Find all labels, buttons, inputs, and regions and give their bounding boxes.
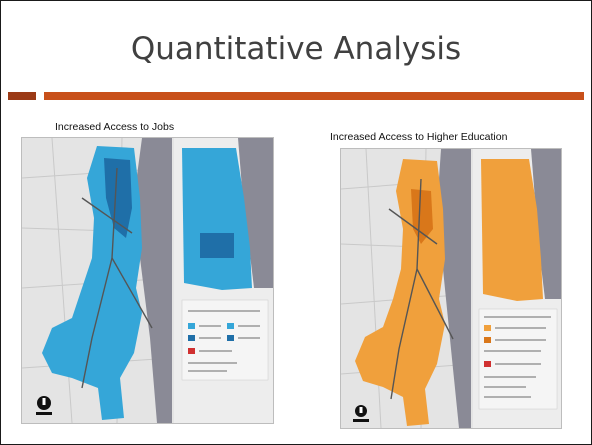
higher-education-high-access-region <box>411 189 433 244</box>
map-highways <box>81 167 153 389</box>
higher-education-access-map <box>340 148 562 429</box>
map-legend <box>478 308 558 410</box>
inset-access-region <box>182 148 252 290</box>
legend-label-lines <box>484 316 551 398</box>
north-arrow-icon <box>36 396 52 415</box>
title-accent-bar-left <box>8 92 36 100</box>
slide-title: Quantitative Analysis <box>130 31 462 67</box>
title-accent-bar <box>44 92 584 100</box>
legend-label-lines <box>188 310 260 372</box>
inset-high-access-region <box>200 233 234 258</box>
legend-swatches <box>484 325 491 367</box>
lake-michigan <box>134 138 172 423</box>
legend-swatches <box>188 323 234 354</box>
jobs-high-access-region <box>104 158 132 238</box>
map-legend <box>181 299 269 381</box>
inset-lake <box>238 138 273 288</box>
inset-lake <box>531 149 561 299</box>
map-highways <box>388 178 454 400</box>
higher-education-access-map-graphic <box>341 149 561 428</box>
jobs-access-map <box>21 137 274 424</box>
logo-icon <box>353 405 369 422</box>
jobs-access-map-graphic <box>22 138 273 423</box>
higher-education-map-caption: Increased Access to Higher Education <box>330 131 508 143</box>
lake-michigan <box>437 149 471 428</box>
inset-access-region <box>481 159 543 301</box>
jobs-map-caption: Increased Access to Jobs <box>55 121 175 133</box>
